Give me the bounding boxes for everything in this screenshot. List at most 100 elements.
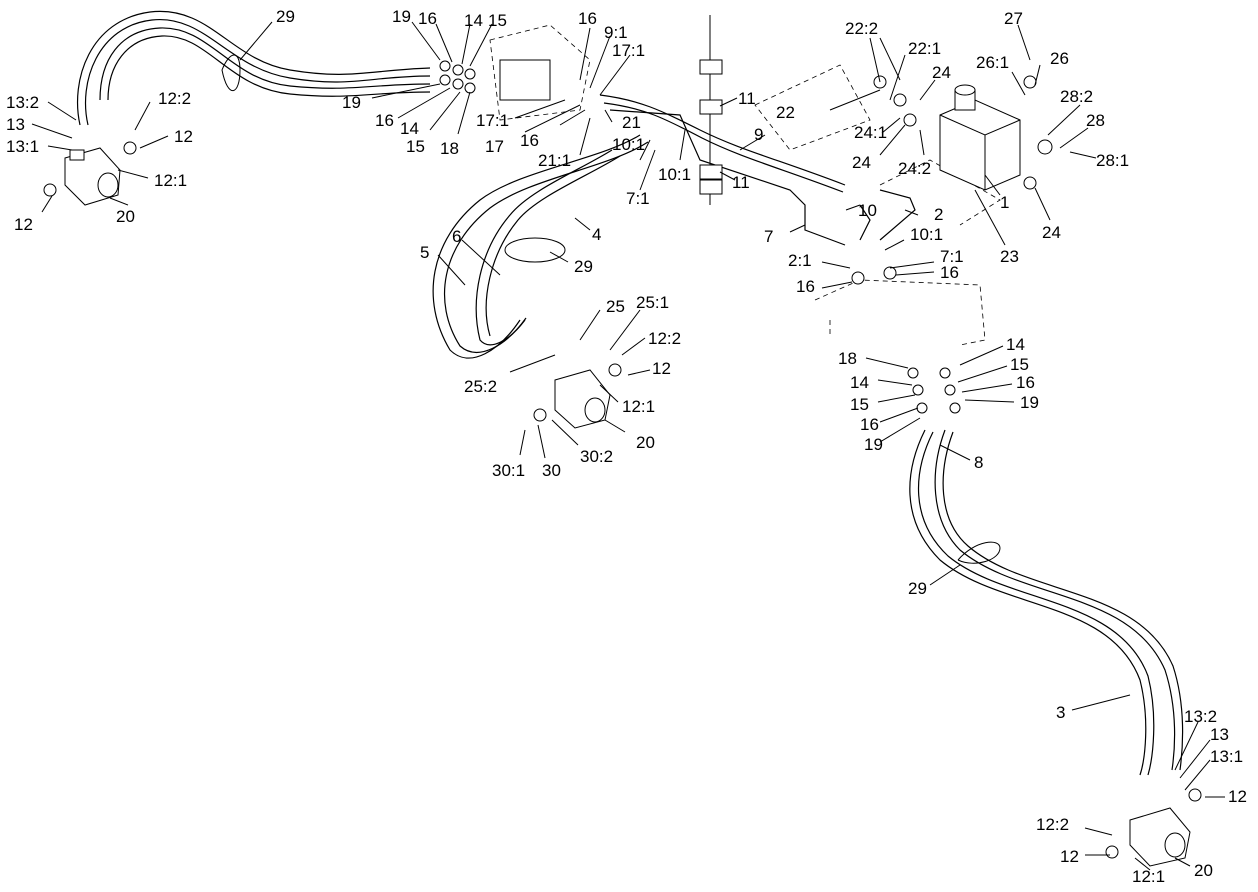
label-14c: 14	[1006, 335, 1025, 354]
label-14a: 14	[464, 11, 483, 30]
motor-lower-right	[1129, 807, 1191, 867]
label-29-top: 29	[276, 7, 295, 26]
hose-bundle-upper-left	[76, 10, 431, 126]
label-25-2: 25:2	[464, 377, 497, 396]
label-12-1c: 12:1	[1132, 867, 1165, 886]
label-12-2b: 12:2	[648, 329, 681, 348]
label-16d: 16	[520, 131, 539, 150]
label-13-1a: 13:1	[6, 137, 39, 156]
label-16c: 16	[578, 9, 597, 28]
label-14d: 14	[850, 373, 869, 392]
label-27: 27	[1004, 9, 1023, 28]
label-19b: 19	[342, 93, 361, 112]
manifold-block	[939, 84, 1021, 191]
label-4: 4	[592, 225, 601, 244]
label-12a: 12	[174, 127, 193, 146]
label-14b: 14	[400, 119, 419, 138]
label-10-1c: 10:1	[910, 225, 943, 244]
hose-bundle-middle	[432, 134, 649, 359]
leader-lines	[31, 21, 1225, 871]
label-24a: 24	[932, 63, 951, 82]
label-24-2: 24:2	[898, 159, 931, 178]
label-29-mid: 29	[574, 257, 593, 276]
label-13-2a: 13:2	[6, 93, 39, 112]
label-26: 26	[1050, 49, 1069, 68]
label-28: 28	[1086, 111, 1105, 130]
label-12-2c: 12:2	[1036, 815, 1069, 834]
label-9-1: 9:1	[604, 23, 628, 42]
label-5: 5	[420, 243, 429, 262]
label-12d: 12	[1228, 787, 1247, 806]
fittings	[43, 60, 1202, 859]
label-24c: 24	[1042, 223, 1061, 242]
label-10: 10	[858, 201, 877, 220]
label-13-2b: 13:2	[1184, 707, 1217, 726]
label-30-2: 30:2	[580, 447, 613, 466]
label-30-1: 30:1	[492, 461, 525, 480]
label-21: 21	[622, 113, 641, 132]
label-7-1b: 7:1	[940, 247, 964, 266]
label-24-1: 24:1	[854, 123, 887, 142]
label-29-low: 29	[908, 579, 927, 598]
clamp-assembly	[699, 15, 723, 205]
callout-labels: 29 19 16 14 15 19 16 14 15 18 16 9:1 17:…	[6, 7, 1247, 886]
label-2: 2	[934, 205, 943, 224]
label-16h: 16	[860, 415, 879, 434]
label-26-1: 26:1	[976, 53, 1009, 72]
label-3: 3	[1056, 703, 1065, 722]
label-18a: 18	[440, 139, 459, 158]
label-10-1a: 10:1	[612, 135, 645, 154]
label-15b: 15	[406, 137, 425, 156]
label-8: 8	[974, 453, 983, 472]
label-9: 9	[754, 125, 763, 144]
label-12c: 12	[652, 359, 671, 378]
label-11a: 11	[738, 89, 756, 108]
label-12e: 12	[1060, 847, 1079, 866]
tubes	[599, 94, 916, 246]
label-16g: 16	[1016, 373, 1035, 392]
dashed-box-valve	[754, 64, 1001, 226]
label-19d: 19	[864, 435, 883, 454]
label-12-1b: 12:1	[622, 397, 655, 416]
mount-plate-lower	[814, 279, 986, 346]
label-6: 6	[452, 227, 461, 246]
label-15c: 15	[1010, 355, 1029, 374]
label-20b: 20	[636, 433, 655, 452]
label-18b: 18	[838, 349, 857, 368]
label-7: 7	[764, 227, 773, 246]
label-25-1: 25:1	[636, 293, 669, 312]
label-17-1a: 17:1	[612, 41, 645, 60]
label-17-1b: 17:1	[476, 111, 509, 130]
label-11b: 11	[732, 173, 750, 192]
label-15a: 15	[488, 11, 507, 30]
label-13-1b: 13:1	[1210, 747, 1243, 766]
label-22-2: 22:2	[845, 19, 878, 38]
label-19c: 19	[1020, 393, 1039, 412]
label-28-2: 28:2	[1060, 87, 1093, 106]
label-1: 1	[1000, 193, 1009, 212]
hose-bundle-lower-right	[909, 429, 1184, 776]
label-30: 30	[542, 461, 561, 480]
label-17: 17	[485, 137, 504, 156]
label-16e: 16	[796, 277, 815, 296]
label-20c: 20	[1194, 861, 1213, 880]
label-16b: 16	[375, 111, 394, 130]
mount-plate-upper	[489, 24, 591, 121]
label-10-1b: 10:1	[658, 165, 691, 184]
label-12b: 12	[14, 215, 33, 234]
motor-middle	[554, 369, 611, 429]
label-13b: 13	[1210, 725, 1229, 744]
label-19a: 19	[392, 7, 411, 26]
label-12-2a: 12:2	[158, 89, 191, 108]
label-22: 22	[776, 103, 795, 122]
label-16f: 16	[940, 263, 959, 282]
label-13a: 13	[6, 115, 25, 134]
label-15d: 15	[850, 395, 869, 414]
label-2-1: 2:1	[788, 251, 812, 270]
motor-upper-left	[64, 147, 121, 206]
label-28-1: 28:1	[1096, 151, 1129, 170]
label-7-1a: 7:1	[626, 189, 650, 208]
label-12-1a: 12:1	[154, 171, 187, 190]
label-25: 25	[606, 297, 625, 316]
